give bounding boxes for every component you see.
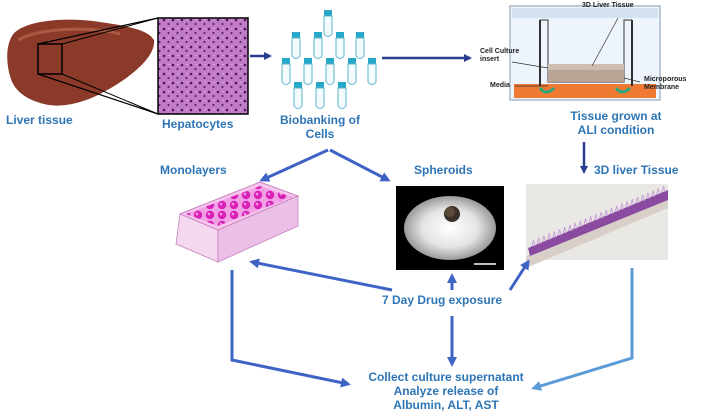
hepatocyte-histology-image (157, 17, 249, 115)
tube-cap (292, 32, 300, 38)
liver-tissue-label: Liver tissue (6, 113, 73, 127)
zoom-line-top-inner (61, 17, 159, 45)
cryo-tubes-icon (281, 10, 377, 109)
tube-body (335, 37, 345, 59)
tissue-grown-label-line2: ALI condition (577, 122, 655, 137)
zoom-line-bottom (37, 73, 159, 115)
well-plate-image (175, 181, 300, 263)
tube-body (367, 63, 377, 85)
zoom-line-top (37, 17, 159, 45)
tube-cap (336, 32, 344, 38)
hepatocytes-label: Hepatocytes (162, 117, 234, 131)
tissue-grown-label: Tissue grown at ALI condition (560, 109, 672, 138)
tube-body (355, 37, 365, 59)
collect-label-line2: Analyze release of (393, 383, 499, 398)
insert-cell-culture-line2: insert (480, 55, 500, 63)
spheroid-image (396, 186, 504, 270)
insert-cell-culture-line1: Cell Culture (480, 48, 520, 55)
biobanking-label-line2: Cells (305, 126, 335, 141)
tube-body (325, 63, 335, 85)
tube-cap (294, 82, 302, 88)
insert-media-label: Media (490, 82, 510, 89)
tube-cap (314, 32, 322, 38)
tube-cap (326, 58, 334, 64)
arrow-3d-tissue-to-collect (531, 268, 634, 391)
insert-membrane-label: Microporous Membrane (644, 76, 686, 91)
3d-liver-tissue-label: 3D liver Tissue (594, 163, 679, 177)
insert-membrane-line1: Microporous (644, 76, 687, 83)
tube-body (313, 37, 323, 59)
collect-supernatant-label: Collect culture supernatant Analyze rele… (346, 370, 546, 412)
collect-label-line3: Albumin, ALT, AST (393, 397, 499, 412)
arrow-drug-to-monolayers (249, 258, 393, 292)
drug-exposure-label: 7 Day Drug exposure (382, 293, 503, 307)
zoom-line-bottom-inner (61, 73, 159, 115)
insert-cell-culture-label: Cell Culture insert (480, 48, 519, 63)
spheroids-label: Spheroids (414, 163, 473, 177)
insert-3d-tissue-label: 3D Liver Tissue (582, 2, 634, 9)
3d-liver-tissue-image (526, 184, 668, 268)
arrow-biobank-to-spheroids (329, 148, 391, 182)
tissue-grown-label-line1: Tissue grown at (570, 109, 662, 123)
tube-body (303, 63, 313, 85)
tube-body (323, 15, 333, 37)
tube-body (293, 87, 303, 109)
biobanking-label-line1: Biobanking of (280, 113, 360, 127)
tube-cap (338, 82, 346, 88)
tube-body (347, 63, 357, 85)
tube-cap (324, 10, 332, 16)
liver-organ-icon (7, 19, 155, 106)
zoom-box (37, 43, 63, 75)
tube-cap (348, 58, 356, 64)
tube-body (291, 37, 301, 59)
tube-body (337, 87, 347, 109)
tube-body (315, 87, 325, 109)
arrow-drug-to-3d-tissue (508, 259, 530, 291)
biobanking-label: Biobanking of Cells (272, 113, 368, 142)
tube-cap (368, 58, 376, 64)
tube-cap (282, 58, 290, 64)
tube-body (281, 63, 291, 85)
tube-cap (356, 32, 364, 38)
monolayers-label: Monolayers (160, 163, 227, 177)
tube-cap (304, 58, 312, 64)
cell-culture-insert-diagram (509, 5, 661, 101)
arrow-biobank-to-monolayers (259, 148, 329, 182)
arrow-monolayers-to-collect (230, 270, 351, 388)
collect-label-line1: Collect culture supernatant (368, 370, 524, 384)
tube-cap (316, 82, 324, 88)
insert-membrane-line2: Membrane (644, 83, 680, 91)
